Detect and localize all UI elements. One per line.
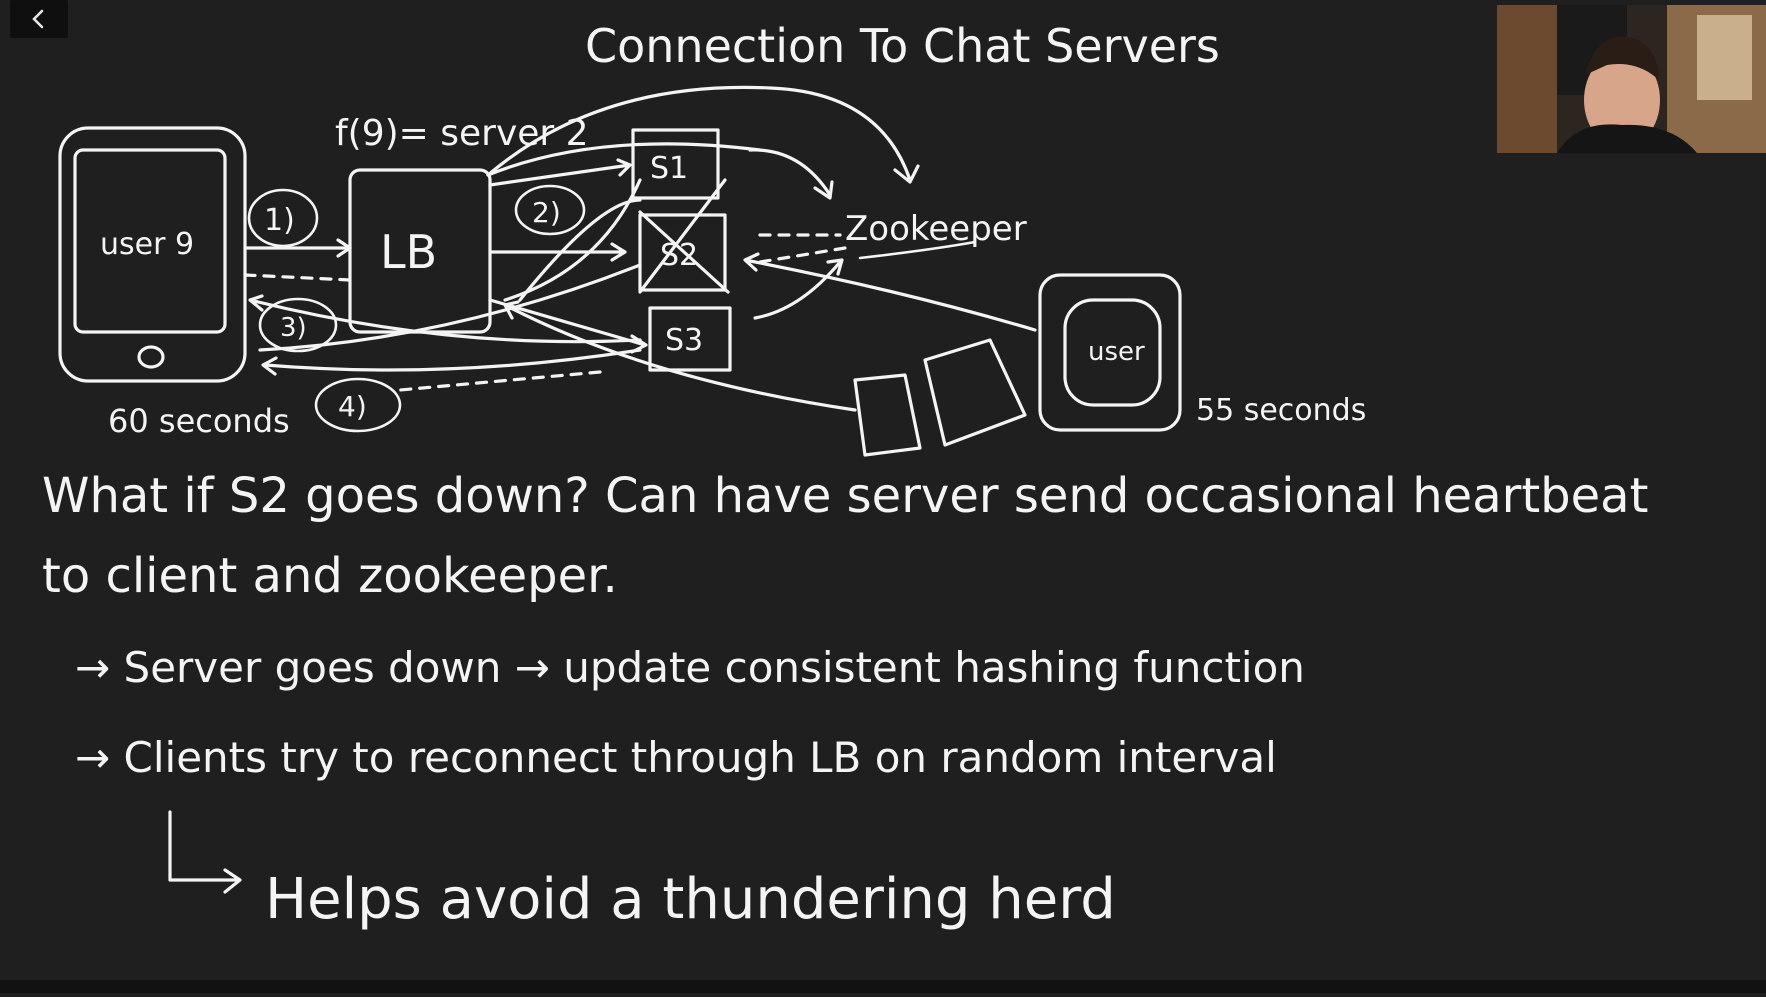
user-right-label: user [1088,337,1145,367]
step2-circle [514,184,586,236]
s1-box [631,128,720,200]
user9-label: user 9 [100,227,194,262]
sub-bullet-arrow [168,810,242,894]
s2-box [638,213,727,292]
s3-label: S3 [665,323,703,358]
chevron-left-icon [32,9,44,29]
step3-label: 3) [280,313,307,343]
step2-label: 2) [532,196,561,229]
connection-arrows [243,85,1037,412]
step1-circle [247,188,319,248]
small-block-2 [923,338,1027,447]
right-timer: 55 seconds [1196,393,1366,428]
bullet-2: → Clients try to reconnect through LB on… [75,733,1277,782]
s2-crossed-out [638,178,730,294]
step1-label: 1) [264,203,295,238]
video-bottom-bar [0,980,1766,993]
s3-box [648,306,732,372]
text-line-2: to client and zookeeper. [42,548,618,604]
step4-circle [314,377,402,433]
text-line-1: What if S2 goes down? Can have server se… [42,468,1648,524]
board-title: Connection To Chat Servers [585,19,1220,73]
step3-circle [258,297,338,353]
zookeeper-underline [858,240,977,260]
lb-label: LB [380,225,437,279]
presenter-webcam [1497,5,1766,153]
user9-phone [58,126,247,383]
step4-label: 4) [338,390,367,423]
sub-bullet: Helps avoid a thundering herd [265,867,1116,932]
presenter-video [1497,5,1766,153]
back-button[interactable] [10,0,68,38]
bullet-1: → Server goes down → update consistent h… [75,643,1305,692]
user-right-phone [1038,273,1182,432]
s1-label: S1 [650,151,688,186]
small-block-1 [853,373,922,457]
zookeeper-label: Zookeeper [845,209,1027,249]
left-timer: 60 seconds [108,402,290,440]
